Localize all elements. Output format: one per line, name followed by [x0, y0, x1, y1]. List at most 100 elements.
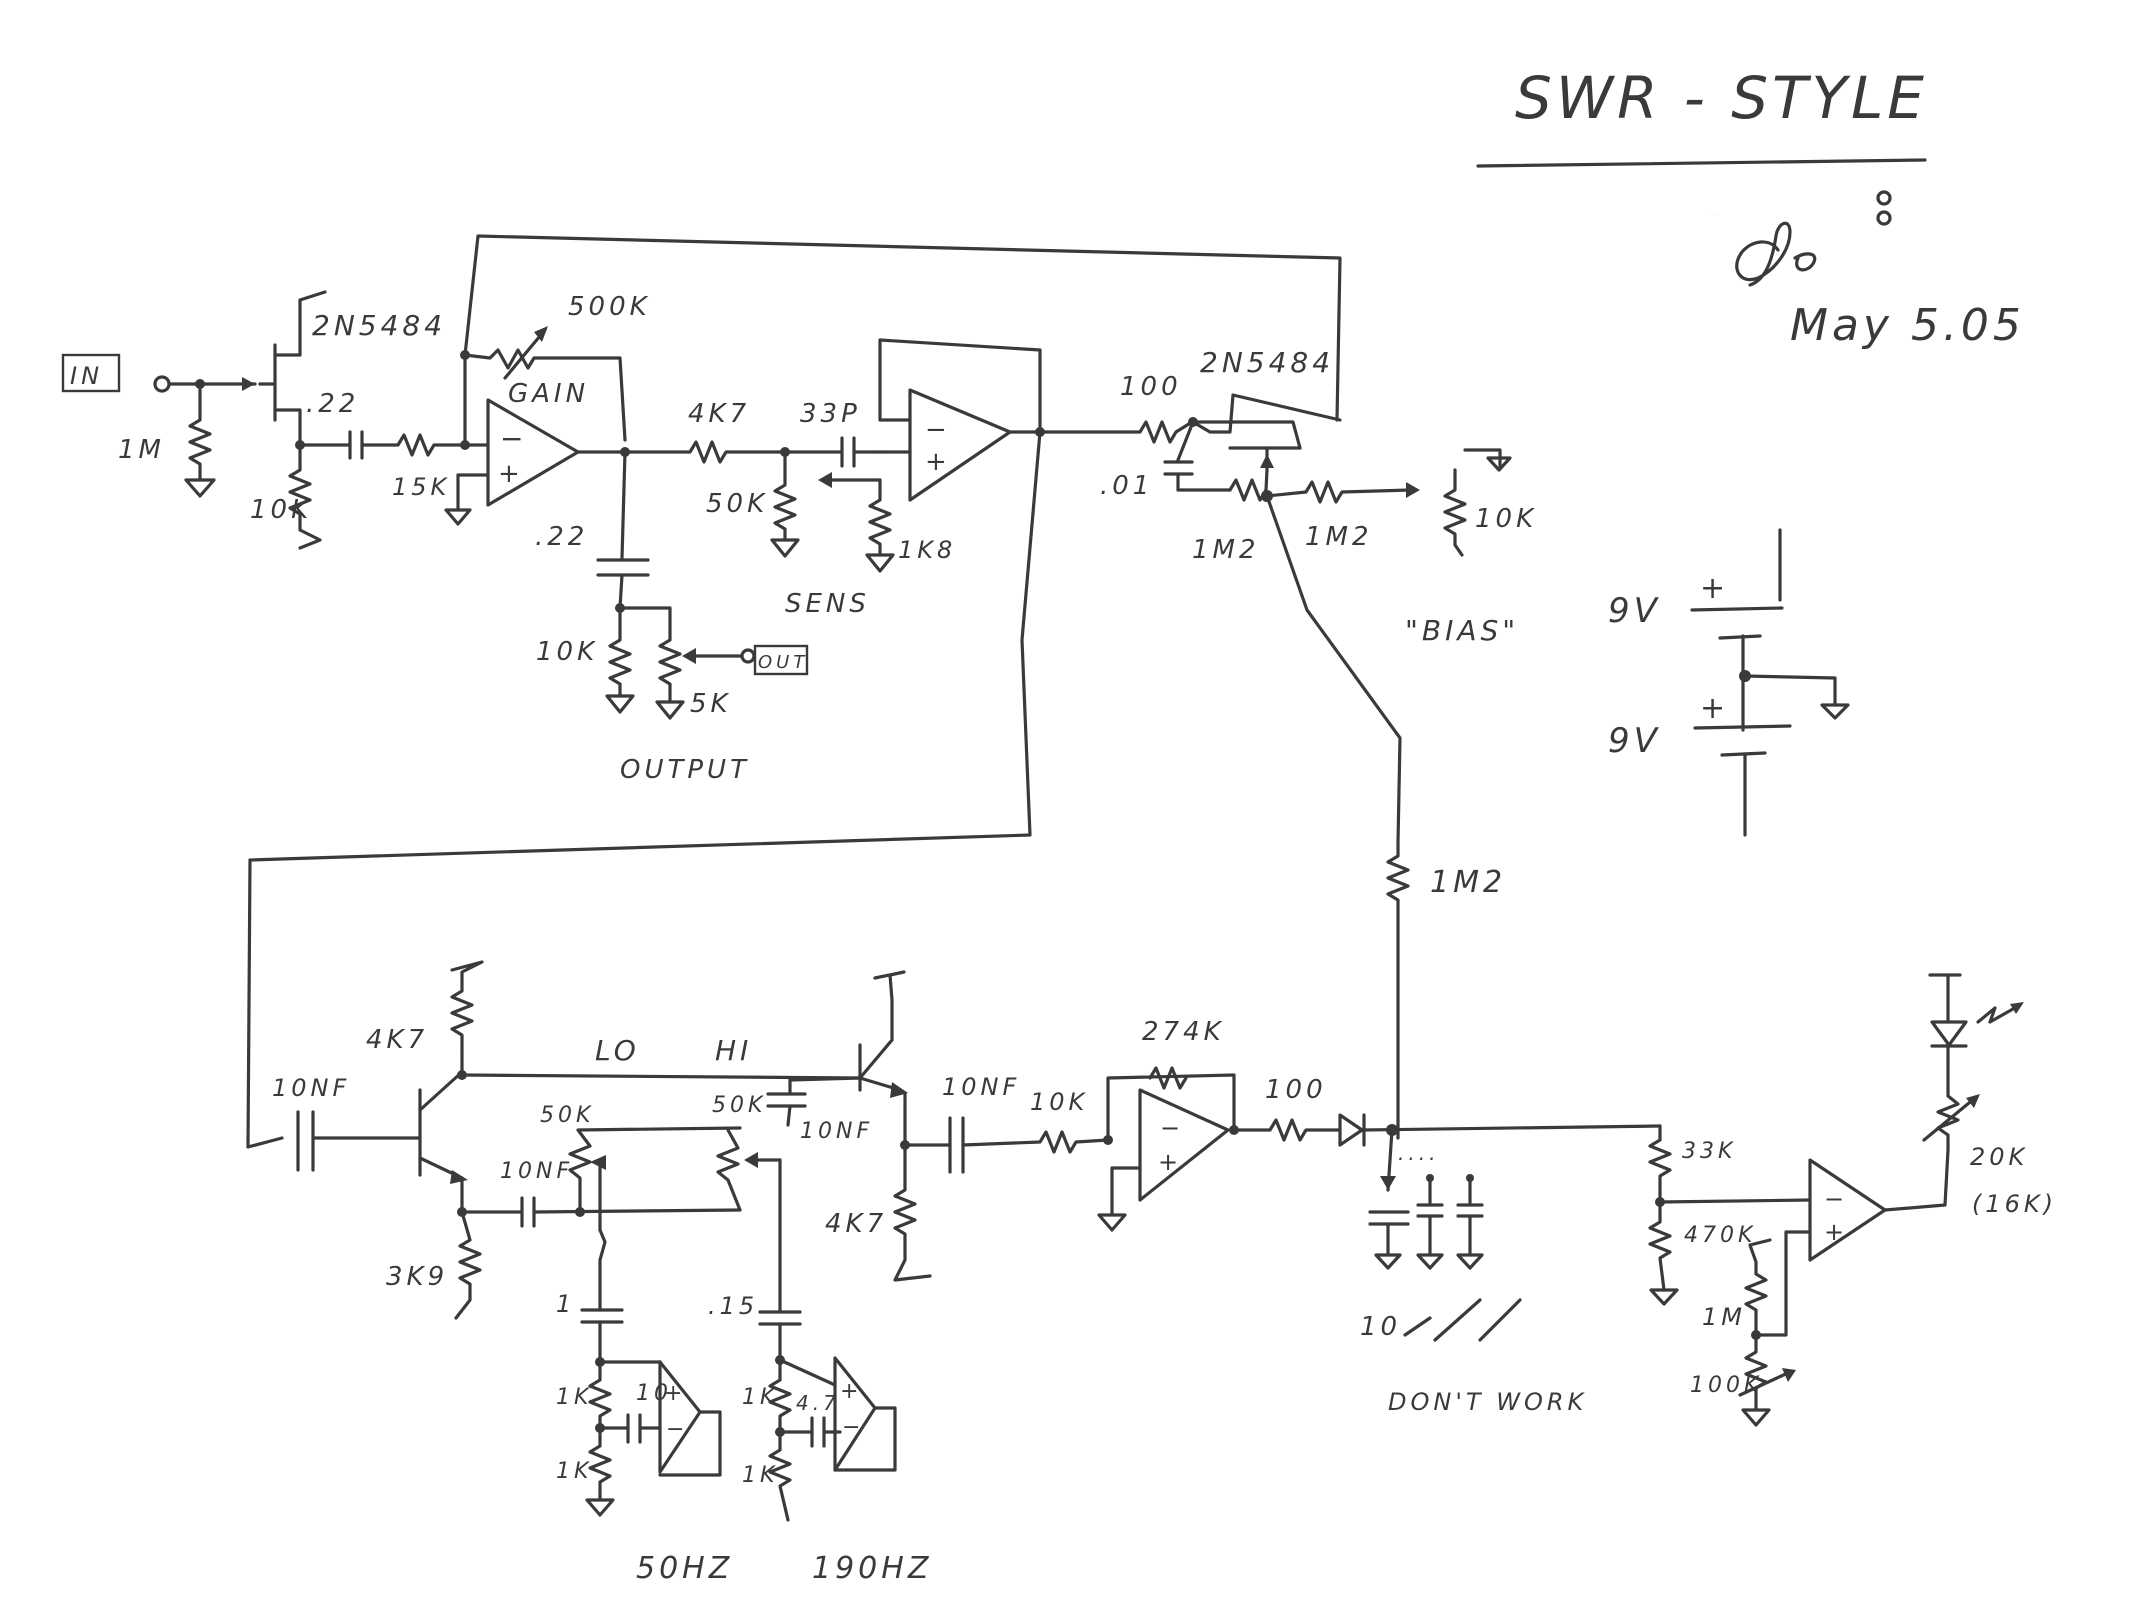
opamp1-noninv-gnd — [456, 473, 490, 512]
label-9v-bot: 9V — [1608, 721, 1661, 761]
label-gain: GAIN — [508, 379, 589, 409]
r-1k-a — [588, 1360, 612, 1430]
label-sens: SENS — [785, 589, 870, 619]
label-3k9: 3K9 — [386, 1262, 448, 1292]
battery-bot-plus: + — [1700, 691, 1729, 726]
wire-c01-down — [1176, 472, 1232, 492]
label-1m-b: 1M — [1702, 1303, 1746, 1331]
pot-100k-arrow — [1738, 1370, 1792, 1397]
title-underline — [1476, 158, 1927, 168]
wire-ref-to-cmp — [1658, 1198, 1812, 1204]
r-470k — [1648, 1200, 1672, 1292]
opamp1-plus: + — [498, 459, 524, 489]
r-1m2-c — [1386, 840, 1410, 1140]
opamp-190hz-minus: − — [842, 1415, 864, 1440]
cap-select-dots: .... — [1398, 1141, 1439, 1165]
feedback-loop-top — [463, 234, 1342, 447]
r-10k-out — [608, 606, 632, 698]
author-signature — [1735, 190, 1892, 287]
r-10k-d — [961, 1130, 1110, 1154]
label-1k8: 1K8 — [898, 536, 956, 564]
label-470k: 470K — [1684, 1223, 1756, 1248]
ground-50k-sens — [770, 538, 800, 558]
label-5k: 5K — [690, 689, 732, 719]
r-1m-input — [188, 382, 212, 482]
output-jack-label: OUT — [758, 652, 808, 673]
opamp-1 — [486, 398, 580, 507]
opamp2-minus: − — [925, 415, 951, 445]
q2-collector — [858, 970, 906, 1080]
label-10k-bias: 10K — [1475, 504, 1537, 534]
label-100-b: 100 — [1265, 1075, 1327, 1105]
label-274k: 274K — [1142, 1017, 1225, 1047]
label-50hz: 50HZ — [636, 1551, 733, 1586]
r-4k7-a — [623, 440, 784, 464]
r-1m2-a — [1228, 468, 1269, 502]
label-100-a: 100 — [1120, 372, 1182, 402]
wire-cmp-out — [1883, 1148, 1950, 1212]
opamp-rect-plus: + — [1158, 1148, 1182, 1176]
opamp-50hz-plus: + — [664, 1381, 686, 1406]
pot-50k-sens — [773, 450, 797, 542]
r-1k-c — [768, 1358, 792, 1434]
opamp-cmp-plus: + — [1824, 1218, 1848, 1246]
label-cap-10: 10 — [1360, 1312, 1401, 1342]
opamp-cmp-minus: − — [1824, 1185, 1848, 1213]
label-1k-c: 1K — [742, 1385, 778, 1410]
ground-50hz — [585, 1498, 615, 1517]
opamp-rect-noninv — [1110, 1166, 1142, 1217]
label-c-1: 1 — [556, 1290, 575, 1318]
opamp-50hz-fb — [598, 1360, 722, 1477]
selectable-caps — [1368, 1174, 1484, 1270]
diode — [1338, 1113, 1364, 1147]
led-ray-head — [2010, 1002, 2024, 1014]
label-jfet2: 2N5484 — [1200, 346, 1334, 379]
opamp1-minus: − — [500, 422, 527, 455]
label-10nf-c: 10NF — [800, 1119, 873, 1144]
label-1m2-a: 1M2 — [1192, 535, 1260, 565]
label-50k-hi: 50K — [712, 1093, 766, 1118]
output-jack — [740, 648, 756, 664]
sens-wiper-arrow — [818, 472, 832, 488]
led-symbol — [1930, 1020, 1968, 1047]
opamp2-plus: + — [925, 447, 951, 477]
label-33p: 33P — [800, 399, 861, 429]
pot-500k-arrow — [503, 328, 547, 380]
pot-100k-arrowhead — [1782, 1368, 1796, 1382]
label-lo: LO — [595, 1034, 640, 1067]
pot-20k — [1936, 1060, 1960, 1152]
jfet2-source — [1191, 420, 1302, 450]
wire-out-down2 — [618, 573, 624, 610]
opamp-50hz-minus: − — [666, 1417, 688, 1442]
r-15k — [360, 433, 464, 457]
label-4k7-b: 4K7 — [366, 1025, 428, 1055]
input-jack-box — [61, 353, 121, 393]
label-c-01: .01 — [1100, 471, 1153, 501]
label-50k-sens: 50K — [706, 489, 768, 519]
ground-opamp1 — [444, 508, 472, 526]
label-500k: 500K — [568, 292, 651, 322]
jfet2-drain — [1191, 393, 1342, 434]
pot-5k-wiper-arrow — [682, 648, 696, 664]
op2-feedback — [878, 338, 1042, 434]
opamp-rect — [1138, 1088, 1230, 1202]
label-jfet1: 2N5484 — [312, 309, 446, 342]
date-label: May 5.05 — [1790, 300, 2025, 351]
label-20k: 20K — [1970, 1143, 2028, 1171]
label-1k-d: 1K — [742, 1463, 778, 1488]
label-c-4-7: 4.7 — [796, 1391, 840, 1415]
opamp-190hz — [833, 1356, 877, 1472]
q1-emitter — [418, 1156, 464, 1214]
opamp-50hz — [658, 1360, 702, 1474]
label-c-022-in: .22 — [306, 389, 359, 419]
r-3k9 — [454, 1210, 482, 1320]
label-1m: 1M — [118, 435, 165, 465]
ground-5k — [655, 700, 685, 720]
pot-50k-lo-arrow — [590, 1155, 606, 1170]
ground-470k — [1649, 1288, 1679, 1306]
label-15k: 15K — [392, 473, 450, 501]
opamp-comparator — [1808, 1158, 1887, 1262]
label-100k: 100K — [1690, 1373, 1762, 1398]
label-c-022-out: .22 — [535, 522, 588, 552]
pot-50k-hi — [716, 1128, 742, 1212]
